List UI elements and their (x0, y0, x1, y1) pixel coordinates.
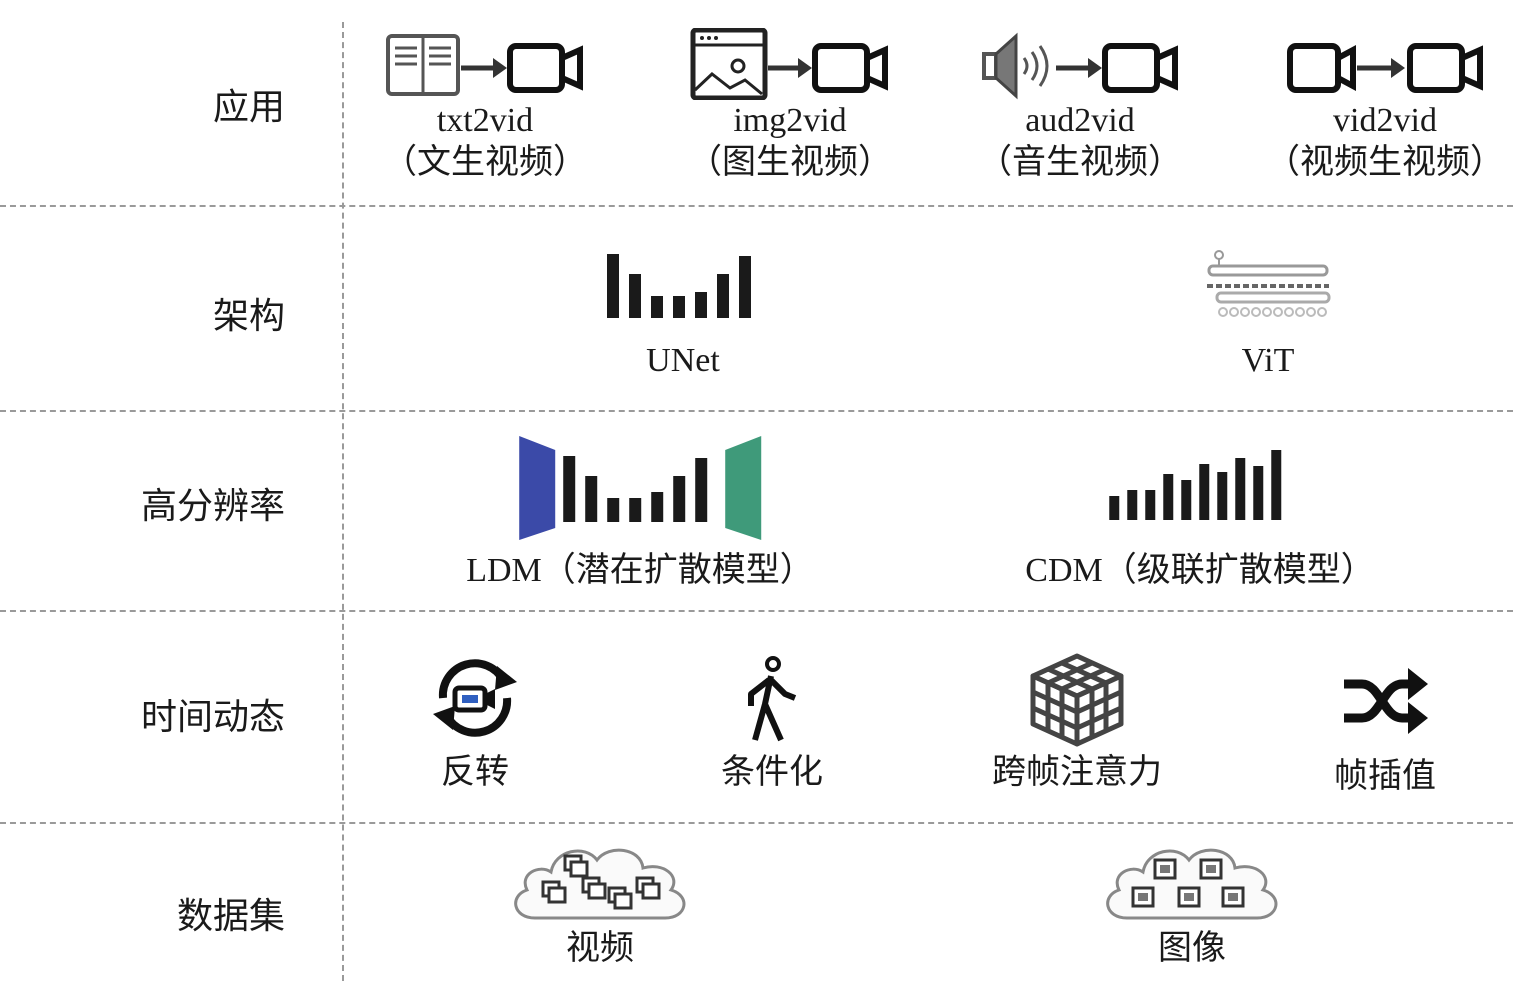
architecture-vit: ViT (1203, 248, 1333, 382)
layer-bar (673, 476, 685, 522)
temporal-frame-interpolation: 帧插值 (1334, 662, 1436, 798)
layer-bar (1253, 466, 1263, 520)
dataset-video: 视频 (505, 838, 695, 970)
layer-bar (1127, 490, 1137, 520)
row-divider (0, 410, 1513, 412)
item-name: vid2vid (1333, 102, 1437, 139)
cdm-icon (1109, 450, 1281, 520)
video-cloud-icon (514, 848, 686, 920)
column-divider (342, 22, 344, 981)
layer-bar (1271, 450, 1281, 520)
high-resolution-cdm: CDM（级联扩散模型） (1025, 450, 1375, 592)
temporal-cross-frame-attention: 跨帧注意力 (992, 652, 1162, 794)
application-vid2vid: vid2vid （视频生视频） (1266, 28, 1504, 184)
layer-bar (1235, 458, 1245, 520)
layer-bar (695, 458, 707, 522)
item-name: ViT (1241, 342, 1295, 379)
book-to-video-icon (386, 34, 583, 96)
audio-to-video-icon (982, 32, 1178, 100)
layer-bar (651, 492, 663, 522)
item-name: 条件化 (721, 754, 823, 791)
item-name: UNet (646, 342, 720, 379)
layer-bar (651, 296, 663, 318)
layer-bar (1109, 496, 1119, 520)
walking-person-icon (748, 656, 797, 742)
item-subtitle: （音生视频） (978, 144, 1182, 181)
layer-bar (1163, 474, 1173, 520)
row-label-high-resolution: 高分辨率 (140, 486, 285, 526)
layer-bar (585, 476, 597, 522)
row-label-application: 应用 (212, 87, 285, 127)
item-name: LDM（潜在扩散模型） (466, 552, 814, 589)
item-name: 跨帧注意力 (992, 754, 1162, 791)
application-img2vid: img2vid （图生视频） (688, 28, 892, 184)
cube-icon (1030, 653, 1124, 747)
inversion-icon (433, 659, 517, 737)
layer-bar (673, 296, 685, 318)
item-name: CDM（级联扩散模型） (1025, 552, 1375, 589)
shuffle-icon (1344, 668, 1428, 734)
item-name: 帧插值 (1334, 758, 1436, 795)
unet-icon (607, 254, 751, 318)
row-divider (0, 610, 1513, 612)
row-label-temporal-dynamics: 时间动态 (140, 697, 285, 737)
ldm-icon (519, 436, 761, 540)
row-divider (0, 205, 1513, 207)
layer-bar (629, 498, 641, 522)
item-subtitle: （图生视频） (688, 144, 892, 181)
image-to-video-icon (690, 28, 888, 100)
layer-bar (717, 274, 729, 318)
application-txt2vid: txt2vid （文生视频） (383, 28, 587, 184)
temporal-inversion: 反转 (427, 652, 523, 794)
row-label-architecture: 架构 (212, 296, 285, 336)
item-name: img2vid (733, 102, 847, 139)
row-divider (0, 822, 1513, 824)
layer-bar (695, 292, 707, 318)
layer-bar (607, 254, 619, 318)
high-resolution-ldm: LDM（潜在扩散模型） (466, 436, 814, 592)
item-name: 视频 (566, 930, 634, 967)
video-to-video-icon (1287, 43, 1483, 93)
layer-bar (607, 498, 619, 522)
vit-icon (1207, 250, 1331, 317)
item-subtitle: （视频生视频） (1266, 144, 1504, 181)
temporal-conditioning: 条件化 (721, 652, 823, 794)
layer-bar (739, 256, 751, 318)
architecture-unet: UNet (603, 252, 763, 382)
item-subtitle: （文生视频） (383, 144, 587, 181)
item-name: 反转 (441, 754, 509, 791)
layer-bar (629, 274, 641, 318)
application-aud2vid: aud2vid （音生视频） (978, 28, 1182, 184)
layer-bar (1145, 490, 1155, 520)
row-label-dataset: 数据集 (176, 896, 285, 936)
dataset-image: 图像 (1097, 838, 1287, 970)
item-name: 图像 (1158, 930, 1226, 967)
layer-bar (1181, 480, 1191, 520)
item-name: txt2vid (436, 102, 534, 139)
item-name: aud2vid (1025, 102, 1135, 139)
layer-bar (1217, 472, 1227, 520)
layer-bar (563, 456, 575, 522)
layer-bar (1199, 464, 1209, 520)
image-cloud-icon (1106, 848, 1278, 920)
